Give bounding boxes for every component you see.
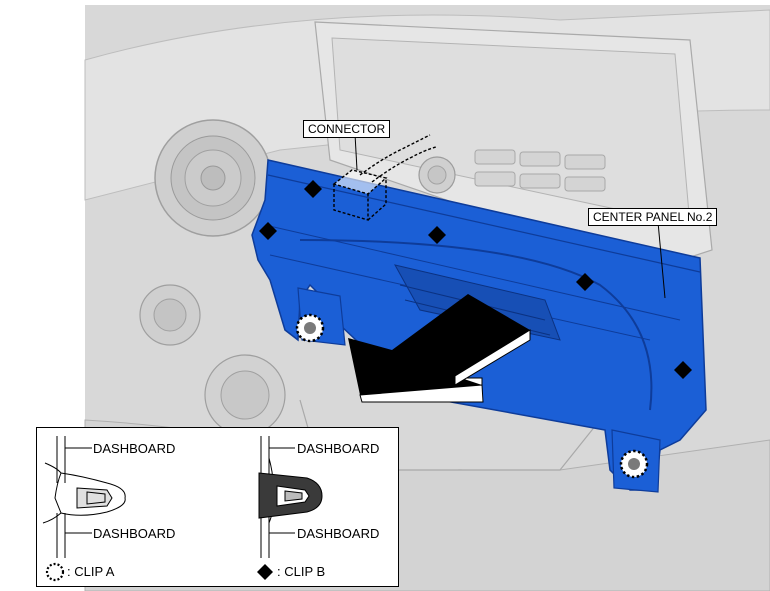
clip-b-key-icon	[257, 564, 273, 580]
center-panel-leader	[657, 221, 666, 299]
clip-b-marker	[576, 273, 594, 291]
legend-drawing	[42, 436, 323, 582]
air-vent-icon	[154, 119, 272, 237]
clip-b-marker	[428, 226, 446, 244]
clip-b-marker	[304, 180, 322, 198]
legend-box: DASHBOARD DASHBOARD DASHBOARD DASHBOARD …	[36, 427, 399, 587]
connector-icon	[332, 134, 437, 221]
clip-b-marker	[259, 222, 277, 240]
clip-b-diagram-icon	[258, 436, 323, 558]
legend-clip-b-key-label: : CLIP B	[277, 564, 326, 579]
legend-clip-b-top-label: DASHBOARD	[297, 441, 380, 456]
clip-a-key-icon	[45, 562, 65, 582]
legend-clip-a-top-label: DASHBOARD	[93, 441, 176, 456]
legend-clip-a-bottom-label: DASHBOARD	[93, 526, 176, 541]
connector-label: CONNECTOR	[303, 120, 391, 138]
center-panel-label: CENTER PANEL No.2	[588, 208, 718, 226]
arrow-icon	[348, 294, 531, 403]
clip-a-diagram-icon	[42, 436, 126, 558]
connector-leader	[354, 133, 358, 171]
legend-clip-a-key-label: : CLIP A	[67, 564, 115, 579]
clip-b-marker	[674, 361, 692, 379]
legend-clip-b-bottom-label: DASHBOARD	[297, 526, 380, 541]
clip-a-markers	[295, 313, 649, 479]
clip-b-markers	[259, 180, 692, 379]
